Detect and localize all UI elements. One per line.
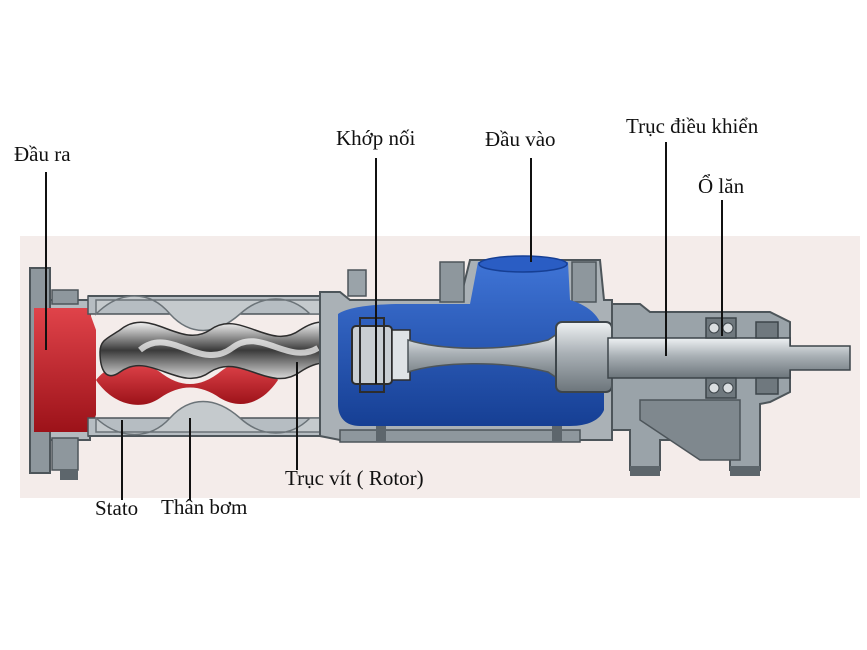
stator-bottom (95, 400, 331, 436)
outlet-fluid (34, 308, 96, 432)
label-outlet: Đầu ra (14, 142, 71, 166)
label-coupling: Khớp nối (336, 126, 416, 150)
rolling-bearing (705, 317, 779, 399)
label-pump-body: Thân bơm (161, 495, 248, 519)
seal-cylinder (555, 321, 613, 393)
label-bearing: Ổ lăn (698, 174, 745, 198)
inlet-port-opening (478, 255, 568, 273)
drive-shaft (607, 337, 851, 379)
leader-lines (45, 142, 723, 500)
label-drive-shaft: Trục điều khiển (626, 114, 759, 138)
rotor-helix-highlight (138, 338, 320, 358)
fluid-cavity-red (96, 362, 278, 405)
label-stator: Stato (95, 496, 139, 520)
label-inlet: Đầu vào (485, 127, 556, 151)
coupling-joint (351, 317, 411, 393)
label-rotor: Trục vít ( Rotor) (285, 466, 424, 490)
inlet-fluid (338, 262, 604, 426)
